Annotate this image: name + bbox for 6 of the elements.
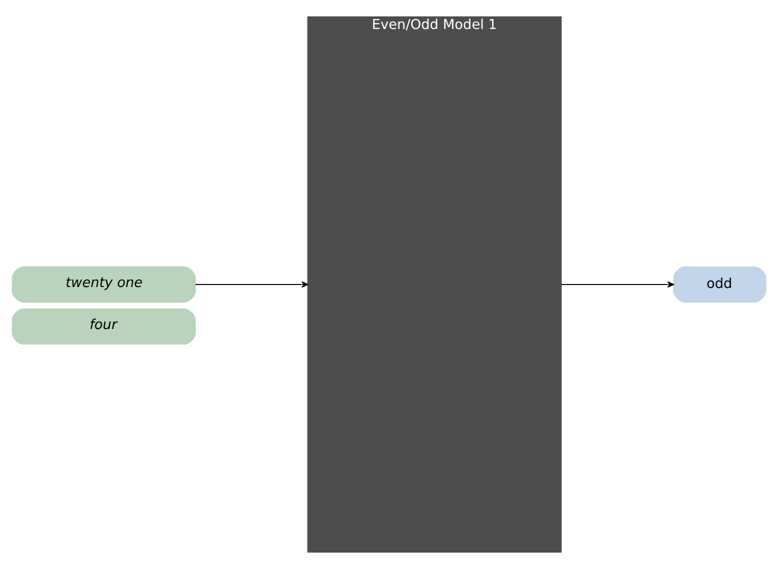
node-box: Even/Odd Model 1 (307, 16, 562, 552)
node-box: four (12, 308, 196, 344)
arrow (560, 280, 674, 288)
node-box: odd (673, 266, 766, 302)
node-box: twenty one (12, 266, 196, 302)
arrow (194, 280, 308, 288)
